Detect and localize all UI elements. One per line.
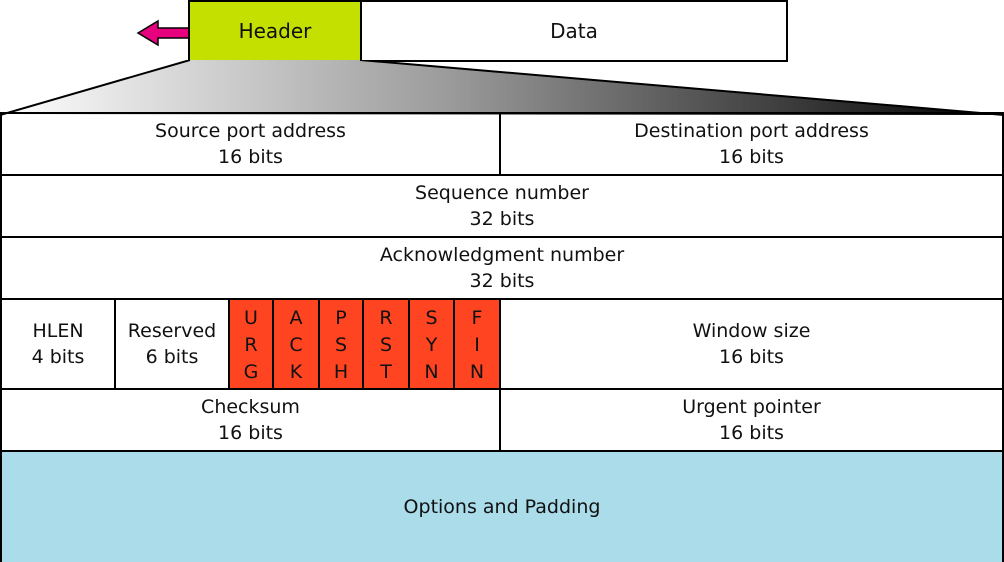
field-name: Acknowledgment number — [379, 244, 625, 266]
field-size: 16 bits — [218, 146, 283, 168]
sequence-number-field: Sequence number 32 bits — [0, 174, 1004, 238]
flag-letter: I — [474, 334, 480, 356]
field-name: Sequence number — [415, 182, 589, 204]
flag-psh: P S H — [318, 298, 364, 390]
field-size: 16 bits — [218, 422, 283, 444]
tcp-header-table: Source port address 16 bits Destination … — [0, 112, 1004, 562]
flag-letter: A — [289, 307, 303, 329]
source-port-field: Source port address 16 bits — [0, 112, 501, 176]
flag-letter: K — [289, 361, 303, 383]
field-name: Options and Padding — [403, 496, 601, 518]
window-size-field: Window size 16 bits — [499, 298, 1004, 390]
hlen-field: HLEN 4 bits — [0, 298, 116, 390]
flag-letter: R — [379, 307, 393, 329]
field-size: 4 bits — [31, 346, 85, 368]
segment-data-label: Data — [550, 19, 598, 43]
options-and-padding-field: Options and Padding — [0, 450, 1004, 562]
flag-letter: Y — [425, 334, 438, 356]
flag-letter: G — [243, 361, 259, 383]
acknowledgment-number-field: Acknowledgment number 32 bits — [0, 236, 1004, 300]
left-arrow-icon — [136, 19, 191, 47]
reserved-field: Reserved 6 bits — [114, 298, 230, 390]
flag-letter: C — [289, 334, 303, 356]
flag-letter: R — [244, 334, 258, 356]
flag-ack: A C K — [272, 298, 320, 390]
field-name: Checksum — [201, 396, 300, 418]
flag-rst: R S T — [362, 298, 410, 390]
field-size: 32 bits — [469, 208, 535, 230]
flag-letter: S — [379, 334, 393, 356]
flag-letter: N — [469, 361, 485, 383]
segment-header-label: Header — [238, 19, 312, 43]
destination-port-field: Destination port address 16 bits — [499, 112, 1004, 176]
flag-letter: T — [380, 361, 392, 383]
urgent-pointer-field: Urgent pointer 16 bits — [499, 388, 1004, 452]
field-size: 32 bits — [469, 270, 535, 292]
field-name: Reserved — [127, 320, 217, 342]
field-name: Source port address — [155, 120, 346, 142]
header-expansion-wedge — [0, 60, 1004, 116]
flag-letter: P — [335, 307, 347, 329]
flag-letter: F — [471, 307, 483, 329]
field-name: HLEN — [32, 320, 84, 342]
field-size: 6 bits — [145, 346, 199, 368]
flag-letter: H — [333, 361, 349, 383]
flag-letter: S — [334, 334, 348, 356]
segment-header-box: Header — [188, 0, 362, 62]
flag-letter: N — [424, 361, 439, 383]
field-size: 16 bits — [719, 146, 784, 168]
flag-letter: U — [244, 307, 258, 329]
field-name: Urgent pointer — [682, 396, 821, 418]
flag-fin: F I N — [453, 298, 501, 390]
field-size: 16 bits — [719, 346, 784, 368]
segment-data-box: Data — [360, 0, 788, 62]
field-name: Destination port address — [634, 120, 869, 142]
flag-urg: U R G — [228, 298, 274, 390]
flag-letter: S — [425, 307, 438, 329]
checksum-field: Checksum 16 bits — [0, 388, 501, 452]
flag-syn: S Y N — [408, 298, 455, 390]
field-size: 16 bits — [719, 422, 784, 444]
field-name: Window size — [692, 320, 811, 342]
